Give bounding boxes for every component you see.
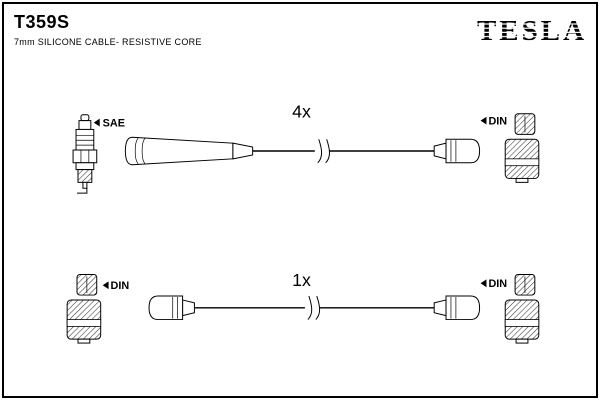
brand-logo: TESLA [477, 15, 587, 47]
cable-connector-icon [148, 295, 195, 321]
quantity-label: 4x [292, 102, 311, 122]
label-pointer-icon [102, 281, 109, 290]
quantity-label: 1x [292, 270, 311, 290]
header: T359S 7mm SILICONE CABLE- RESISTIVE CORE… [14, 12, 588, 48]
din-label-text: DIN [111, 280, 130, 292]
din-label-bottom-right: DIN [480, 278, 507, 290]
spark-plug-icon [72, 114, 98, 194]
cable-line [252, 138, 435, 164]
product-description: 7mm SILICONE CABLE- RESISTIVE CORE [14, 37, 202, 47]
cable-boot [124, 136, 254, 166]
label-pointer-icon [93, 118, 100, 127]
cable-break-icon [317, 139, 323, 164]
sae-label: SAE [93, 118, 125, 130]
title-block: T359S 7mm SILICONE CABLE- RESISTIVE CORE [14, 12, 202, 47]
cable-break-icon [307, 295, 313, 320]
din-label-bottom-left: DIN [102, 280, 130, 292]
sae-label-text: SAE [103, 118, 125, 130]
cable-break-icon [315, 295, 321, 320]
cable-connector-icon [433, 138, 481, 164]
din-label-top-right: DIN [480, 116, 507, 128]
cable-break-icon [325, 139, 330, 164]
cable-connector-icon [433, 295, 481, 321]
label-pointer-icon [480, 279, 487, 288]
brand-logo-text: TESLA [477, 15, 587, 47]
din-terminal-icon [504, 113, 540, 183]
label-pointer-icon [480, 116, 487, 125]
cable-diagram-bottom: 1x DIN DIN [66, 270, 540, 344]
diagram-canvas: 4x SAE [66, 102, 540, 344]
din-label-text: DIN [488, 278, 507, 290]
part-number: T359S [14, 12, 70, 32]
cable-diagram-top: 4x SAE [72, 102, 540, 194]
cable-break-gap [304, 295, 320, 321]
din-terminal-icon [504, 273, 540, 344]
cable-line [194, 295, 435, 321]
din-label-text: DIN [488, 116, 507, 128]
cable-break-gap [314, 138, 330, 164]
din-terminal-icon [66, 273, 102, 344]
